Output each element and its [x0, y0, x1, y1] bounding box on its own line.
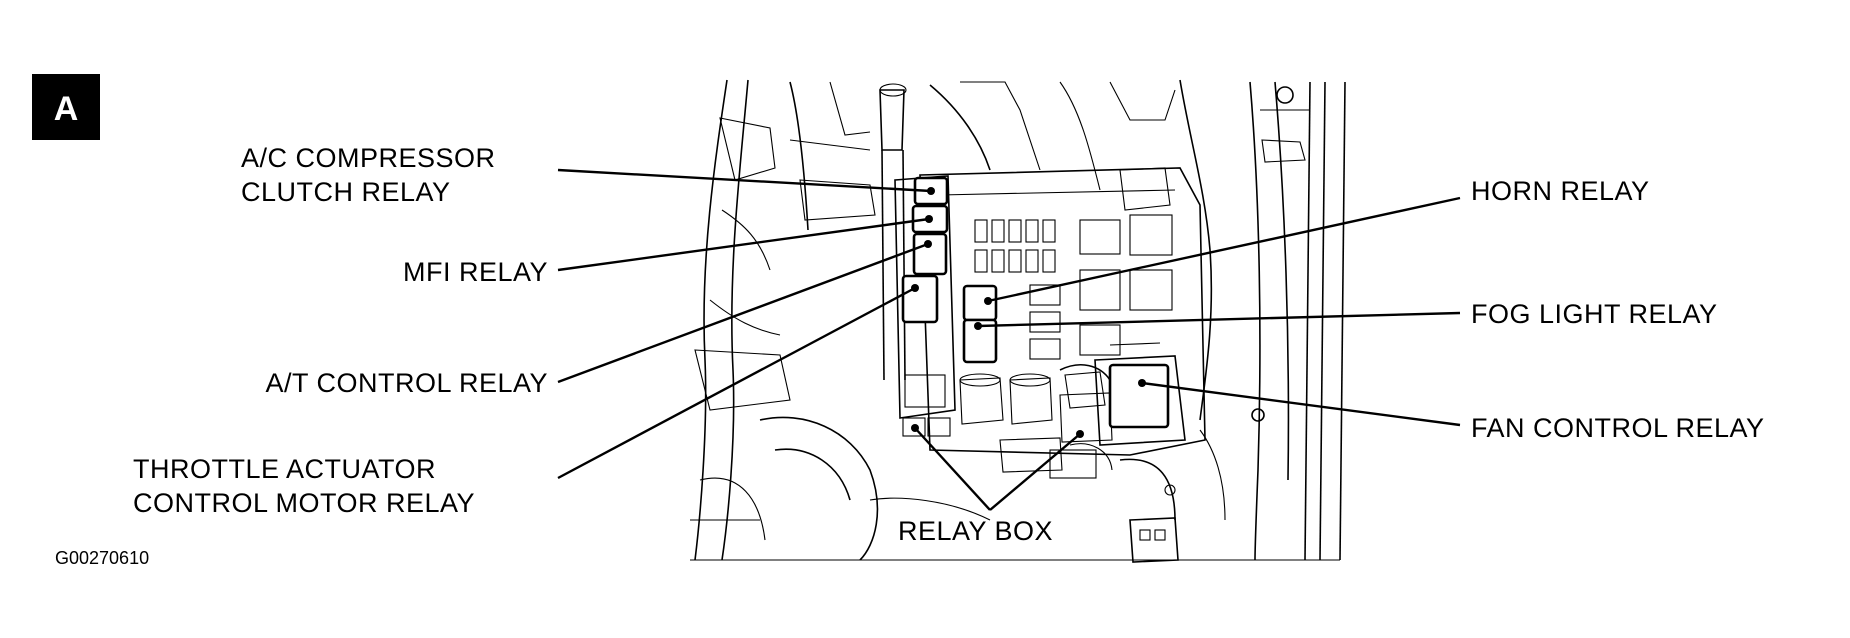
leader-relay-box-left — [914, 427, 991, 511]
label-at-control-relay: A/T CONTROL RELAY — [265, 368, 548, 398]
leader-fan — [1141, 381, 1461, 427]
relay-horn — [962, 284, 998, 322]
relay-throttle-actuator — [901, 274, 939, 324]
relay-at-control — [912, 232, 948, 276]
relay-fog-light — [962, 318, 998, 364]
label-horn-relay: HORN RELAY — [1471, 176, 1650, 206]
label-throttle-line2: CONTROL MOTOR RELAY — [133, 488, 475, 518]
label-ac-compressor-line1: A/C COMPRESSOR — [241, 143, 496, 173]
label-ac-compressor-line2: CLUTCH RELAY — [241, 177, 451, 207]
fuse-grid — [974, 214, 1173, 360]
leader-fog — [977, 311, 1461, 328]
leader-lines — [557, 168, 1461, 511]
engine-bay-illustration — [690, 79, 1346, 563]
relay-fan-control — [1108, 363, 1170, 429]
label-fog-light-relay: FOG LIGHT RELAY — [1471, 299, 1718, 329]
label-mfi-relay: MFI RELAY — [403, 257, 548, 287]
label-relay-box: RELAY BOX — [898, 516, 1053, 546]
leader-throttle — [557, 286, 916, 480]
badge-letter: A — [54, 90, 79, 128]
relay-mfi — [911, 204, 949, 234]
leader-mfi — [557, 217, 930, 272]
leader-relay-box-right — [989, 433, 1081, 511]
figure-badge: A — [32, 74, 100, 140]
leader-horn — [987, 196, 1461, 303]
callout-labels: A/C COMPRESSOR CLUTCH RELAY MFI RELAY A/… — [133, 143, 1765, 546]
leader-ac — [557, 168, 932, 193]
label-fan-control-relay: FAN CONTROL RELAY — [1471, 413, 1765, 443]
figure-id: G00270610 — [55, 548, 149, 568]
leader-at — [557, 242, 929, 384]
label-throttle-line1: THROTTLE ACTUATOR — [133, 454, 436, 484]
